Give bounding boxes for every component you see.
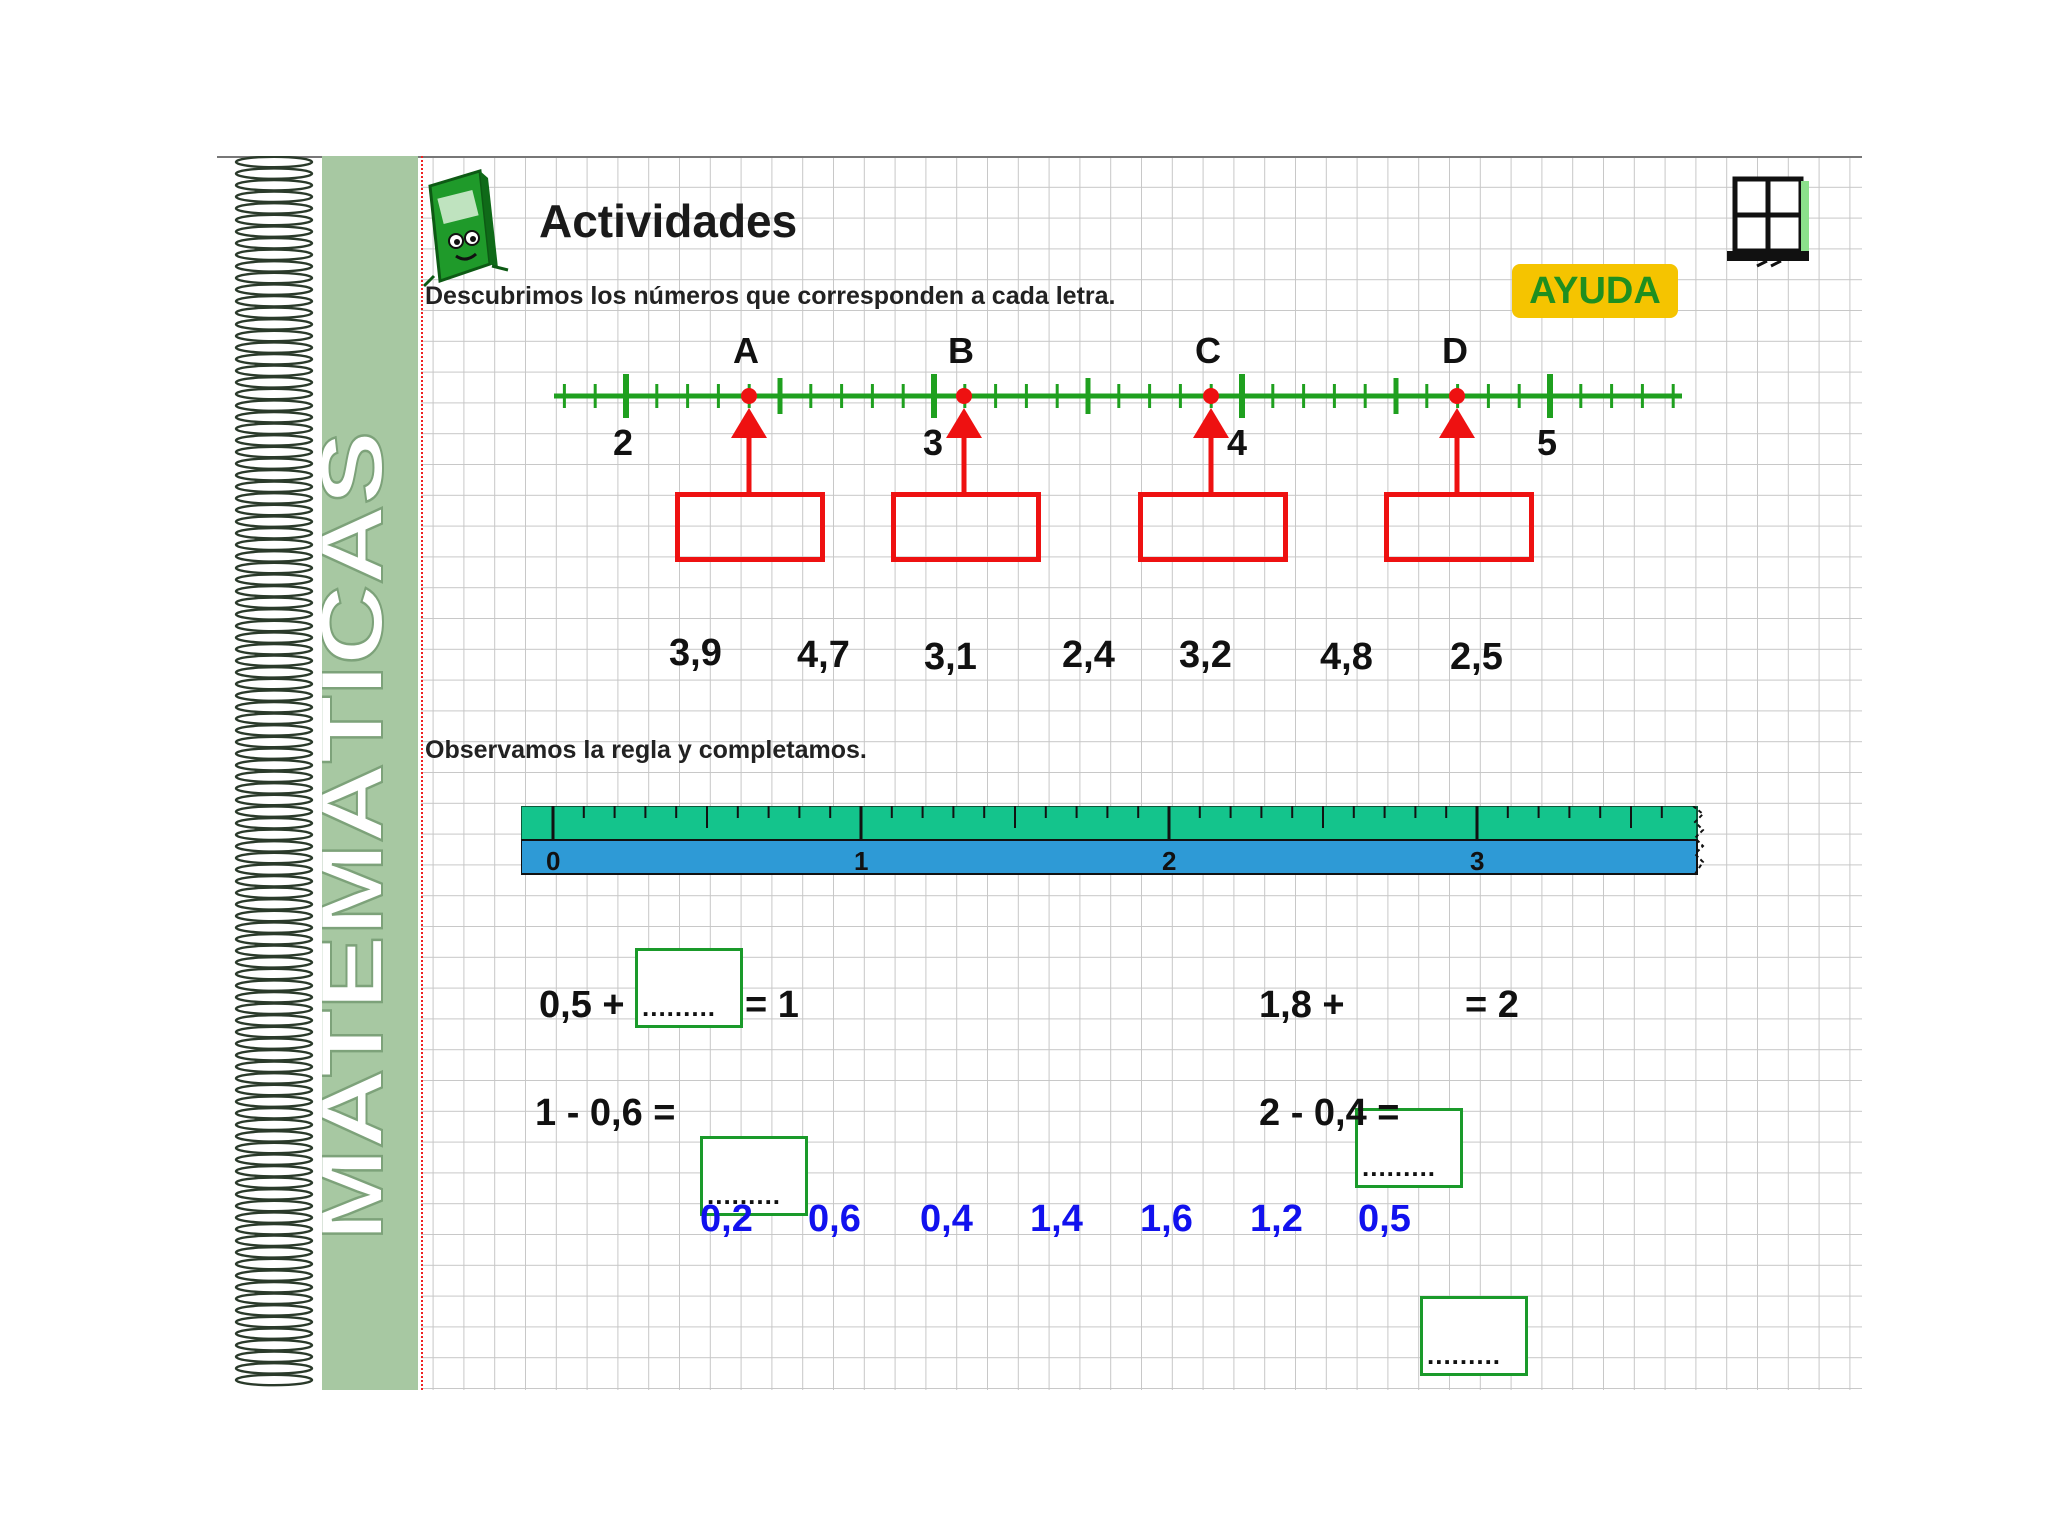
ruler-top-band [521, 806, 1698, 841]
arrow-head-b [946, 408, 982, 438]
choice-0-4[interactable]: 0,4 [920, 1198, 973, 1240]
marker-a [741, 388, 757, 404]
page-title: Actividades [539, 195, 798, 247]
number-line-markers [731, 388, 1475, 494]
graph-paper-grid [421, 156, 1862, 1390]
choice-2-4[interactable]: 2,4 [1062, 634, 1115, 676]
spiral-coil [234, 387, 314, 401]
spiral-coil [234, 1176, 314, 1190]
equation-3-right: = 2 [1465, 984, 1519, 1026]
arrow-head-a [731, 408, 767, 438]
spiral-coil [234, 213, 314, 227]
ruler-label-3: 3 [1470, 846, 1485, 876]
letter-b: B [948, 330, 974, 371]
ruler [521, 806, 1705, 875]
equation-1-right: = 1 [745, 984, 799, 1026]
spiral-coil [234, 1280, 314, 1294]
worksheet-page: MATEMÁTICAS Actividades AYUDA Descubrimo… [217, 156, 1862, 1390]
spiral-coil [234, 654, 314, 668]
equation-2-box[interactable]: ......... [700, 1136, 808, 1216]
tick-label-3: 3 [923, 422, 944, 463]
answer-box-b[interactable] [891, 492, 1041, 562]
spiral-coil [234, 1037, 314, 1050]
answer-box-c[interactable] [1138, 492, 1288, 562]
side-band [322, 156, 418, 1390]
equation-3-left: 1,8 + [1259, 984, 1345, 1026]
choice-3-2[interactable]: 3,2 [1179, 634, 1232, 676]
spiral-binding [234, 156, 314, 1387]
spiral-coil [234, 294, 314, 308]
equation-2-blank: ......... [707, 1180, 782, 1210]
letter-c: C [1195, 330, 1221, 371]
spiral-coil [234, 317, 314, 331]
spiral-coil [234, 1338, 314, 1352]
choice-2-5[interactable]: 2,5 [1450, 636, 1503, 678]
ruler-label-1: 1 [854, 846, 869, 876]
choice-0-5[interactable]: 0,5 [1358, 1198, 1411, 1240]
equation-1-left: 0,5 + [539, 984, 625, 1026]
marker-d [1449, 388, 1465, 404]
ruler-bottom-band [521, 839, 1698, 875]
spiral-coil [234, 1222, 314, 1236]
choice-0-6[interactable]: 0,6 [808, 1198, 861, 1240]
equation-4-blank: ......... [1427, 1340, 1502, 1370]
ruler-label-2: 2 [1162, 846, 1177, 876]
marker-c [1203, 388, 1219, 404]
instruction-1: Descubrimos los números que corresponden… [425, 282, 1116, 310]
spiral-coil [234, 352, 314, 366]
tick-label-2: 2 [613, 422, 634, 463]
tick-label-5: 5 [1537, 422, 1558, 463]
spiral-coil [234, 178, 314, 192]
choice-4-7[interactable]: 4,7 [797, 634, 850, 676]
equation-4-left: 2 - 0,4 = [1259, 1092, 1400, 1134]
ruler-ticks [551, 806, 1663, 840]
spiral-coil [234, 236, 314, 250]
equation-1-box[interactable]: ......... [635, 948, 743, 1028]
spiral-coil [234, 329, 314, 343]
vertical-title-text: MATEMÁTICAS [322, 431, 401, 1241]
top-border [217, 156, 1862, 158]
instruction-2: Observamos la regla y completamos. [425, 736, 867, 764]
choice-1-4[interactable]: 1,4 [1030, 1198, 1083, 1240]
spiral-coil [234, 1153, 314, 1166]
answer-box-a[interactable] [675, 492, 825, 562]
spiral-coil [234, 271, 314, 285]
spiral-coil [234, 375, 314, 389]
arrow-head-d [1439, 408, 1475, 438]
choice-4-8[interactable]: 4,8 [1320, 636, 1373, 678]
letter-a: A [733, 330, 759, 371]
number-line [554, 374, 1682, 494]
arrow-head-c [1193, 408, 1229, 438]
equation-3-blank: ......... [1362, 1152, 1437, 1182]
spiral-coil [234, 1373, 314, 1387]
green-book-mascot-icon [422, 169, 509, 288]
tick-label-4: 4 [1227, 422, 1248, 463]
letter-d: D [1442, 330, 1468, 371]
margin-line [421, 156, 423, 1390]
window-icon[interactable] [1727, 171, 1817, 281]
choice-3-1[interactable]: 3,1 [924, 636, 977, 678]
marker-b [956, 388, 972, 404]
choice-0-2[interactable]: 0,2 [700, 1198, 753, 1240]
ruler-label-0: 0 [546, 846, 561, 876]
equation-4-box[interactable]: ......... [1420, 1296, 1528, 1376]
equation-2-left: 1 - 0,6 = [535, 1092, 676, 1134]
spiral-coil [234, 248, 314, 262]
help-button[interactable]: AYUDA [1512, 264, 1678, 318]
spiral-coil [234, 1095, 314, 1108]
vertical-title: MATEMÁTICAS [322, 430, 402, 1242]
answer-box-d[interactable] [1384, 492, 1534, 562]
choice-1-6[interactable]: 1,6 [1140, 1198, 1193, 1240]
equation-1-blank: ......... [642, 992, 717, 1022]
choice-3-9[interactable]: 3,9 [669, 632, 722, 674]
choice-1-2[interactable]: 1,2 [1250, 1198, 1303, 1240]
equation-3-box[interactable]: ......... [1355, 1108, 1463, 1188]
spiral-coil [234, 156, 314, 169]
